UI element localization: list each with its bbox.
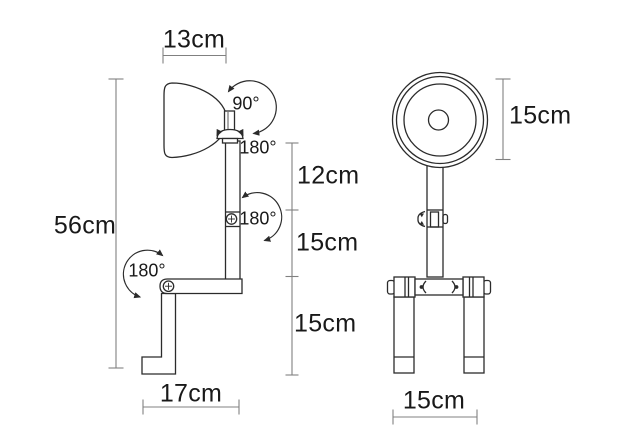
dim-base-width bbox=[392, 409, 478, 425]
side-view-drawing bbox=[141, 82, 244, 375]
angle-label-shade-tilt: 90° bbox=[232, 93, 260, 114]
dim-total-height bbox=[108, 78, 124, 369]
dim-label-base-depth: 17cm bbox=[159, 379, 223, 408]
dim-label-middle-arm: 15cm bbox=[296, 228, 359, 257]
dim-label-base-width: 15cm bbox=[402, 386, 466, 415]
dim-label-upper-arm: 12cm bbox=[297, 161, 360, 190]
angle-label-base-joint: 180° bbox=[128, 260, 166, 281]
collar-base bbox=[221, 137, 239, 144]
rotation-arc-head-90 bbox=[227, 80, 277, 136]
joint-tab-right bbox=[442, 213, 449, 225]
lamp-head-front-hub bbox=[427, 109, 450, 131]
dim-shade-width bbox=[162, 47, 227, 64]
front-leg bbox=[141, 292, 177, 375]
lamp-shade-side bbox=[163, 82, 228, 159]
dim-label-shade-height: 15cm bbox=[509, 101, 572, 130]
dim-segment-chain bbox=[285, 142, 299, 376]
front-stem bbox=[426, 159, 444, 278]
rotation-arc-neck-right bbox=[236, 128, 244, 137]
base-crossbar bbox=[414, 278, 464, 296]
dim-label-shade-width: 13cm bbox=[162, 25, 226, 54]
base-leg-right bbox=[463, 296, 485, 374]
dim-shade-height bbox=[495, 78, 511, 161]
dim-label-total-height: 56cm bbox=[53, 211, 117, 240]
upper-arm bbox=[224, 140, 241, 281]
front-view-drawing bbox=[386, 71, 492, 374]
arm-joint-screw bbox=[225, 213, 238, 225]
rotation-arc-elbow-180 bbox=[241, 191, 283, 242]
base-leg-left bbox=[393, 296, 415, 374]
elbow-screw bbox=[162, 280, 175, 293]
rotation-arc-base-180 bbox=[122, 249, 164, 299]
angle-label-neck-swivel: 180° bbox=[239, 137, 277, 158]
dimension-lines bbox=[108, 47, 511, 425]
lamp-head-front-inner bbox=[403, 83, 477, 157]
lamp-head-front-rim bbox=[395, 75, 485, 165]
rotation-arc-neck-left bbox=[216, 128, 224, 137]
lamp-head-front-outer bbox=[391, 71, 489, 169]
angle-label-elbow-joint: 180° bbox=[239, 208, 277, 229]
rotation-arcs bbox=[122, 80, 283, 299]
stem-joint bbox=[417, 209, 449, 228]
dim-label-lower-leg: 15cm bbox=[294, 309, 357, 338]
dim-base-depth bbox=[142, 399, 240, 415]
